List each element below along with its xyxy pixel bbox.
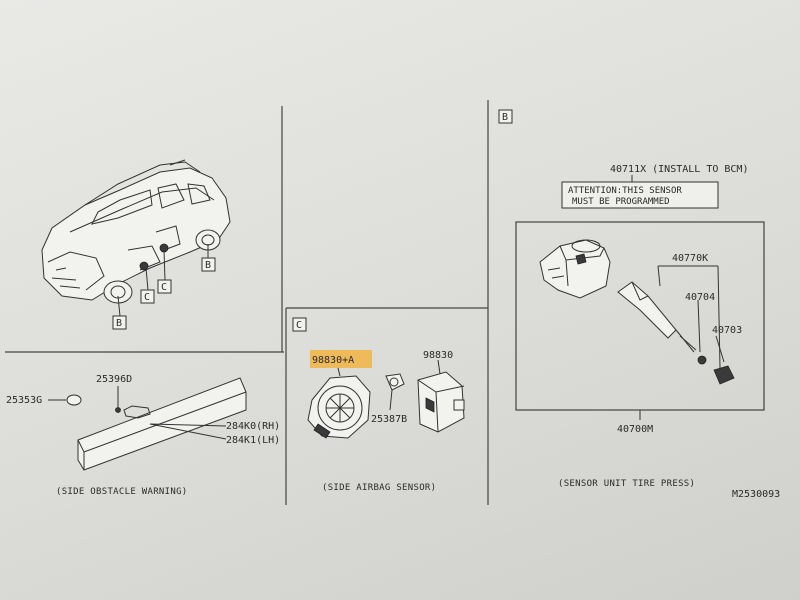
panel-ref-c: C xyxy=(296,320,302,331)
callout-c-left: C xyxy=(144,292,150,303)
attention-line-2: MUST BE PROGRAMMED xyxy=(572,197,670,207)
callout-box-b-rear xyxy=(201,257,216,272)
part-40711x-note: 40711X (INSTALL TO BCM) xyxy=(610,164,748,175)
side-airbag-sensor-round xyxy=(307,375,371,439)
tire-valve-stem xyxy=(617,281,735,385)
callout-box-b-front xyxy=(112,315,127,330)
tire-sensor-body xyxy=(539,239,611,299)
part-40700m: 40700M xyxy=(617,424,653,435)
part-40704: 40704 xyxy=(685,292,715,303)
clip-part-25387b xyxy=(385,373,405,391)
part-284k1-lh: 284K1(LH) xyxy=(226,435,280,446)
highlight-98830a xyxy=(310,350,372,368)
sensor-detail-frame xyxy=(515,221,765,411)
panel-dividers xyxy=(5,100,489,505)
part-40770k: 40770K xyxy=(672,253,708,264)
side-obstacle-panel: 25353G 25396D 284K0(RH) 284K1(LH) (SIDE … xyxy=(6,374,280,497)
callout-box-c-left xyxy=(140,289,155,304)
callout-box-c-right xyxy=(157,279,172,294)
panel-ref-box-c xyxy=(292,317,307,332)
part-98830: 98830 xyxy=(423,350,453,361)
side-airbag-sensor-box xyxy=(417,371,465,433)
panel-ref-box-b xyxy=(498,109,513,124)
part-25387b: 25387B xyxy=(371,414,407,425)
caption-tire-sensor: (SENSOR UNIT TIRE PRESS) xyxy=(558,479,695,489)
part-25353g: 25353G xyxy=(6,395,42,406)
attention-box xyxy=(561,181,719,209)
side-airbag-panel: C 98830+A 25387B 98830 (SIDE AIRBAG SENS… xyxy=(292,317,465,493)
part-40703: 40703 xyxy=(712,325,742,336)
panel-ref-b: B xyxy=(502,112,508,123)
callout-b-front: B xyxy=(116,318,122,329)
part-98830-a: 98830+A xyxy=(312,355,354,366)
part-25396d: 25396D xyxy=(96,374,132,385)
attention-line-1: ATTENTION:THIS SENSOR xyxy=(568,186,682,196)
callout-b-rear: B xyxy=(205,260,211,271)
caption-side-obstacle: (SIDE OBSTACLE WARNING) xyxy=(56,487,188,497)
grommet-part xyxy=(66,394,82,406)
part-284k0-rh: 284K0(RH) xyxy=(226,421,280,432)
callout-c-right: C xyxy=(161,282,167,293)
tire-sensor-panel: B 40711X (INSTALL TO BCM) ATTENTION:THIS… xyxy=(498,109,765,489)
caption-side-airbag: (SIDE AIRBAG SENSOR) xyxy=(322,483,436,493)
drawing-number: M2530093 xyxy=(732,489,780,500)
vehicle-illustration: B C C B xyxy=(41,159,231,330)
